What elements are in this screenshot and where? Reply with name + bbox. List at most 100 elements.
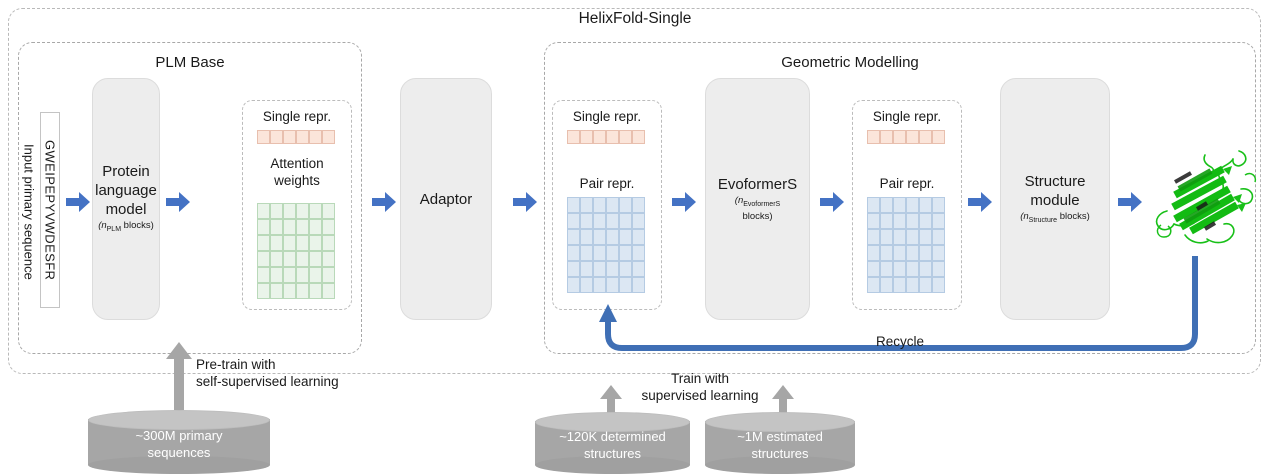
module-structure-line1: Structure xyxy=(1024,172,1086,190)
arrow-sequence-to-plm xyxy=(66,192,90,212)
single-repr-cell xyxy=(867,130,880,144)
module-plm-label: Protein language model (nPLM blocks) xyxy=(95,162,157,236)
module-adaptor[interactable]: Adaptor xyxy=(400,78,492,320)
single-repr-row xyxy=(567,130,645,144)
database-label: ~1M estimated structures xyxy=(705,428,855,462)
pair-repr-cell xyxy=(919,261,932,277)
pair-repr-cell xyxy=(567,277,580,293)
single-repr-cell xyxy=(322,130,335,144)
pair-repr-cell xyxy=(580,229,593,245)
module-structure-sub-subscript: Structure xyxy=(1028,216,1058,224)
cylinder-bottom xyxy=(535,456,690,474)
pair-repr-cell xyxy=(606,261,619,277)
pair-repr-cell xyxy=(632,245,645,261)
attention-cell xyxy=(322,219,335,235)
attention-cell xyxy=(257,283,270,299)
arrow-adaptor-to-geometric xyxy=(513,192,537,212)
attention-cell xyxy=(296,267,309,283)
single-repr-row xyxy=(257,130,335,144)
attention-weights-line1: Attention xyxy=(270,156,324,171)
attention-cell xyxy=(322,235,335,251)
pair-repr-cell xyxy=(893,277,906,293)
pair-repr-cell xyxy=(893,197,906,213)
predicted-protein-structure xyxy=(1145,135,1265,265)
single-repr-row xyxy=(867,130,945,144)
pair-repr-row xyxy=(567,197,645,213)
attention-cell xyxy=(283,251,296,267)
attention-row xyxy=(257,267,335,283)
pair-repr-cell xyxy=(567,213,580,229)
module-structure-sublabel: (nStructure blocks) xyxy=(1020,211,1090,227)
attention-cell xyxy=(257,235,270,251)
attention-cell xyxy=(257,203,270,219)
single-repr-cell xyxy=(906,130,919,144)
pair-repr-cell xyxy=(567,229,580,245)
geometric-modelling-title: Geometric Modelling xyxy=(781,54,919,71)
pair-repr-cell xyxy=(880,213,893,229)
database-line2: sequences xyxy=(147,445,211,460)
page-title: HelixFold-Single xyxy=(578,10,692,27)
attention-cell xyxy=(322,251,335,267)
pair-repr-row xyxy=(867,277,945,293)
module-plm-sub-subscript: PLM xyxy=(106,225,122,233)
pair-repr-cell xyxy=(632,213,645,229)
pair-repr-cell xyxy=(606,213,619,229)
attention-cell xyxy=(296,283,309,299)
pair-repr-cell xyxy=(893,229,906,245)
pair-repr-row xyxy=(567,213,645,229)
attention-weights-grid xyxy=(257,203,335,299)
pair-repr-cell xyxy=(906,277,919,293)
cylinder-top xyxy=(88,410,270,430)
pair-repr-row xyxy=(867,245,945,261)
database-line2: structures xyxy=(583,446,642,461)
attention-cell xyxy=(270,203,283,219)
train-label: Train with supervised learning xyxy=(620,370,780,410)
single-repr-cell xyxy=(309,130,322,144)
module-structure[interactable]: Structure module (nStructure blocks) xyxy=(1000,78,1110,320)
cylinder-bottom xyxy=(88,456,270,474)
pair-repr-grid-1 xyxy=(567,197,645,293)
module-evoformers-sub-subscript: EvoformerS xyxy=(743,200,781,208)
attention-cell xyxy=(270,283,283,299)
pair-repr-cell xyxy=(619,245,632,261)
attention-weights-label: Attention weights xyxy=(242,155,352,191)
module-protein-language-model[interactable]: Protein language model (nPLM blocks) xyxy=(92,78,160,320)
pair-repr-cell xyxy=(906,245,919,261)
single-repr-cell xyxy=(593,130,606,144)
pair-repr-cell xyxy=(906,261,919,277)
pair-repr-cell xyxy=(880,277,893,293)
pair-repr-cell xyxy=(919,277,932,293)
attention-row xyxy=(257,203,335,219)
cylinder-bottom xyxy=(705,456,855,474)
attention-cell xyxy=(257,219,270,235)
pair-repr-row xyxy=(567,229,645,245)
plm-base-container xyxy=(18,42,362,354)
pair-repr-cell xyxy=(567,197,580,213)
plm-base-title: PLM Base xyxy=(155,54,225,71)
database-primary-sequences: ~300M primary sequences xyxy=(88,410,270,474)
database-label: ~120K determined structures xyxy=(535,428,690,462)
attention-cell xyxy=(270,219,283,235)
module-structure-sub-suffix: blocks) xyxy=(1057,210,1090,222)
single-repr-cell xyxy=(932,130,945,144)
single-repr-cell xyxy=(919,130,932,144)
module-plm-sub-suffix: blocks) xyxy=(121,220,154,232)
database-line1: ~300M primary xyxy=(135,428,223,443)
single-repr-grid-1 xyxy=(567,130,645,144)
attention-cell xyxy=(283,283,296,299)
attention-cell xyxy=(283,235,296,251)
pair-repr-cell xyxy=(932,197,945,213)
helixfold-single-container xyxy=(8,8,1261,374)
single-repr-label-1: Single repr. xyxy=(572,109,642,124)
pair-repr-cell xyxy=(932,261,945,277)
pair-repr-cell xyxy=(932,277,945,293)
pair-repr-row xyxy=(867,261,945,277)
pair-repr-cell xyxy=(932,213,945,229)
pair-repr-cell xyxy=(632,277,645,293)
module-plm-line1: Protein xyxy=(102,163,150,181)
module-structure-line2: module xyxy=(1030,191,1080,209)
pair-repr-cell xyxy=(580,245,593,261)
pretrain-line2: self-supervised learning xyxy=(196,374,339,389)
